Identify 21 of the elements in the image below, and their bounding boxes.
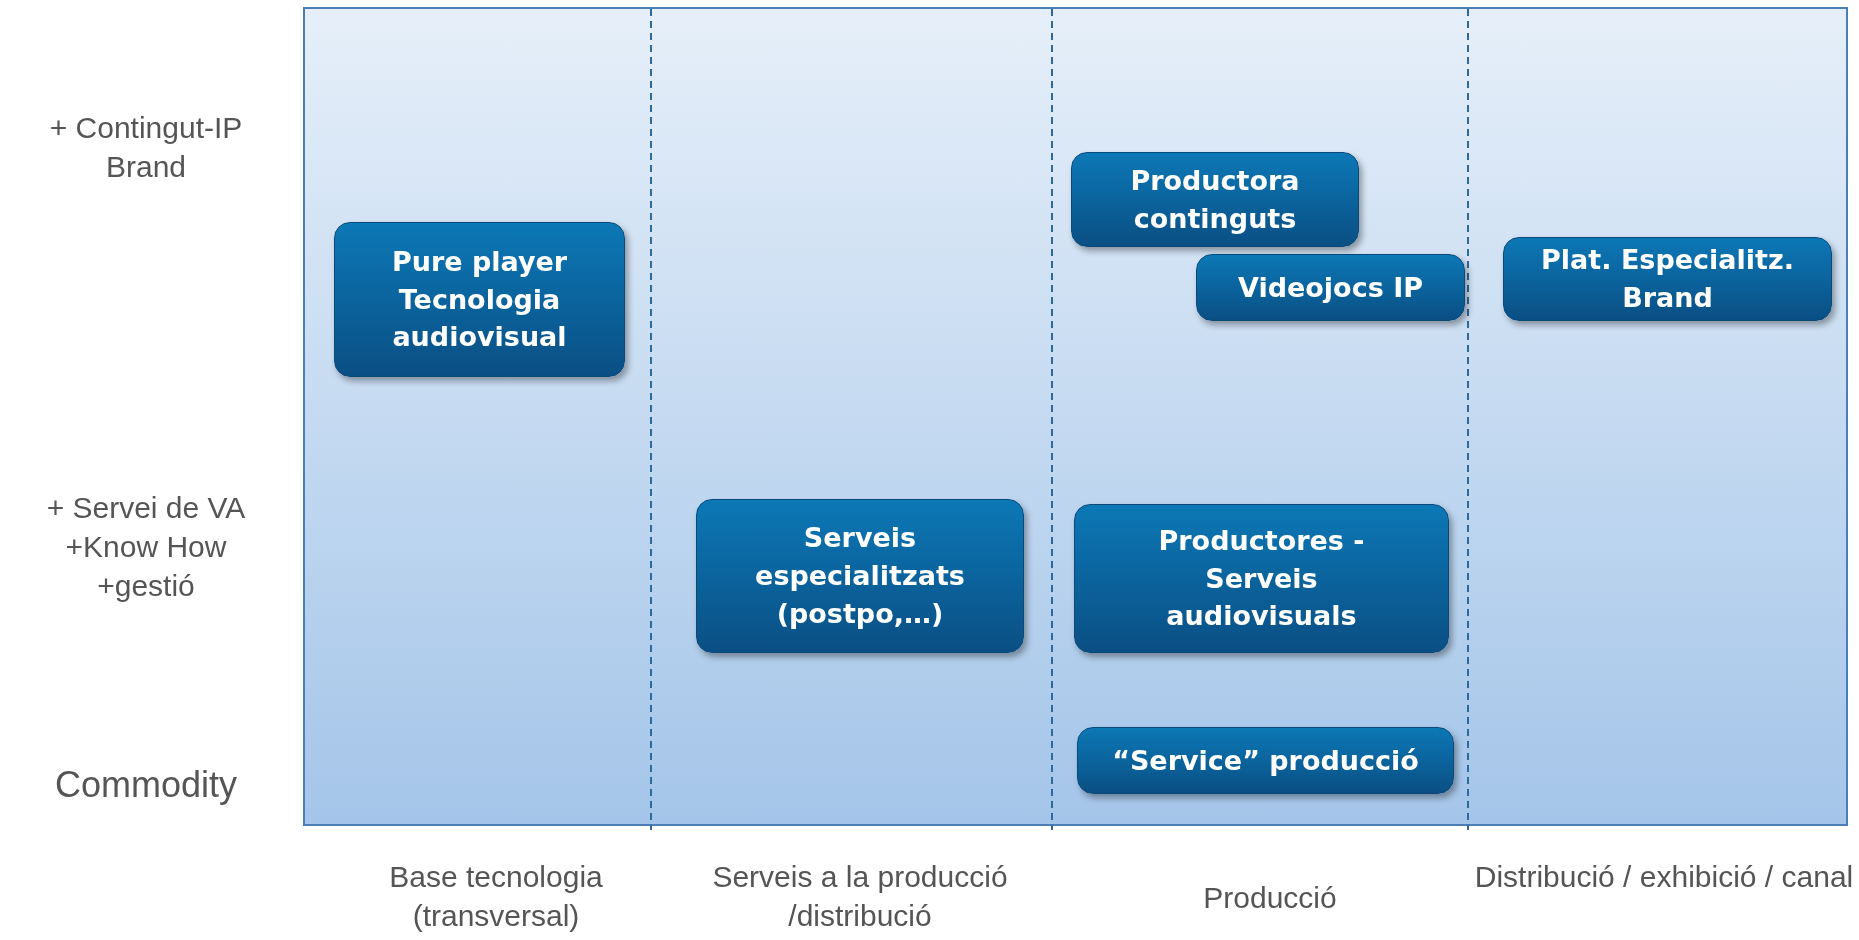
column-label: Distribució / exhibició / canal	[1473, 859, 1855, 895]
category-box	[334, 222, 625, 377]
column-label: Serveis a la producció /distribució	[711, 859, 1009, 934]
box-label: Videojocs IP	[1238, 270, 1423, 305]
box-label: Productora continguts	[1129, 163, 1301, 236]
box-label: Pure player Tecnologia audiovisual	[390, 244, 569, 355]
column-label: Producció	[1202, 880, 1338, 916]
box-label: Serveis especialitzats (postpo,…)	[754, 521, 966, 631]
category-box	[1071, 152, 1359, 247]
axis-label: Commodity	[53, 763, 238, 807]
axis-label: + Contingut-IP Brand	[48, 110, 244, 185]
category-box	[696, 499, 1024, 653]
axis-label: + Servei de VA +Know How +gestió	[45, 490, 247, 604]
category-box	[1077, 727, 1454, 794]
category-box	[1196, 254, 1465, 321]
box-label: Plat. Especialitz. Brand	[1540, 243, 1795, 315]
column-label: Base tecnologia (transversal)	[388, 859, 604, 934]
category-box	[1503, 237, 1832, 321]
box-label: Productores - Serveis audiovisuals	[1157, 523, 1366, 634]
category-box	[1074, 504, 1449, 653]
box-label: “Service” producció	[1112, 743, 1419, 778]
